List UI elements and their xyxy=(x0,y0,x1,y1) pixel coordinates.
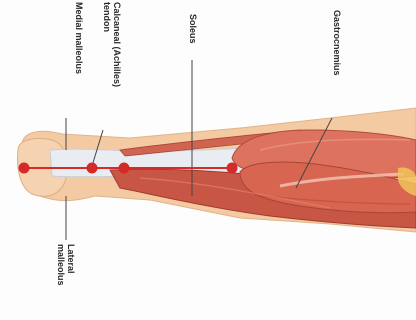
soleus-text: Soleus xyxy=(188,14,198,44)
heel-marker xyxy=(19,163,30,174)
lateral-malleolus-line-2: malleolus xyxy=(56,244,66,286)
tendon-marker-1 xyxy=(87,163,98,174)
gastrocnemius-label: Gastrocnemius xyxy=(332,10,342,76)
medial-malleolus-text: Medial malleolus xyxy=(74,2,84,74)
calcaneal-tendon-line-2: tendon xyxy=(102,2,112,87)
soleus-label: Soleus xyxy=(188,14,198,44)
lateral-malleolus-label: Lateral malleolus xyxy=(56,244,76,286)
calcaneal-tendon-line-1: Calcaneal (Achilles) xyxy=(112,2,122,87)
gastrocnemius-text: Gastrocnemius xyxy=(332,10,342,76)
muscle-marker xyxy=(227,163,238,174)
tendon-marker-2 xyxy=(119,163,130,174)
calcaneal-tendon-label: Calcaneal (Achilles) tendon xyxy=(102,2,122,87)
medial-malleolus-label: Medial malleolus xyxy=(74,2,84,74)
lateral-malleolus-line-1: Lateral xyxy=(66,244,76,286)
